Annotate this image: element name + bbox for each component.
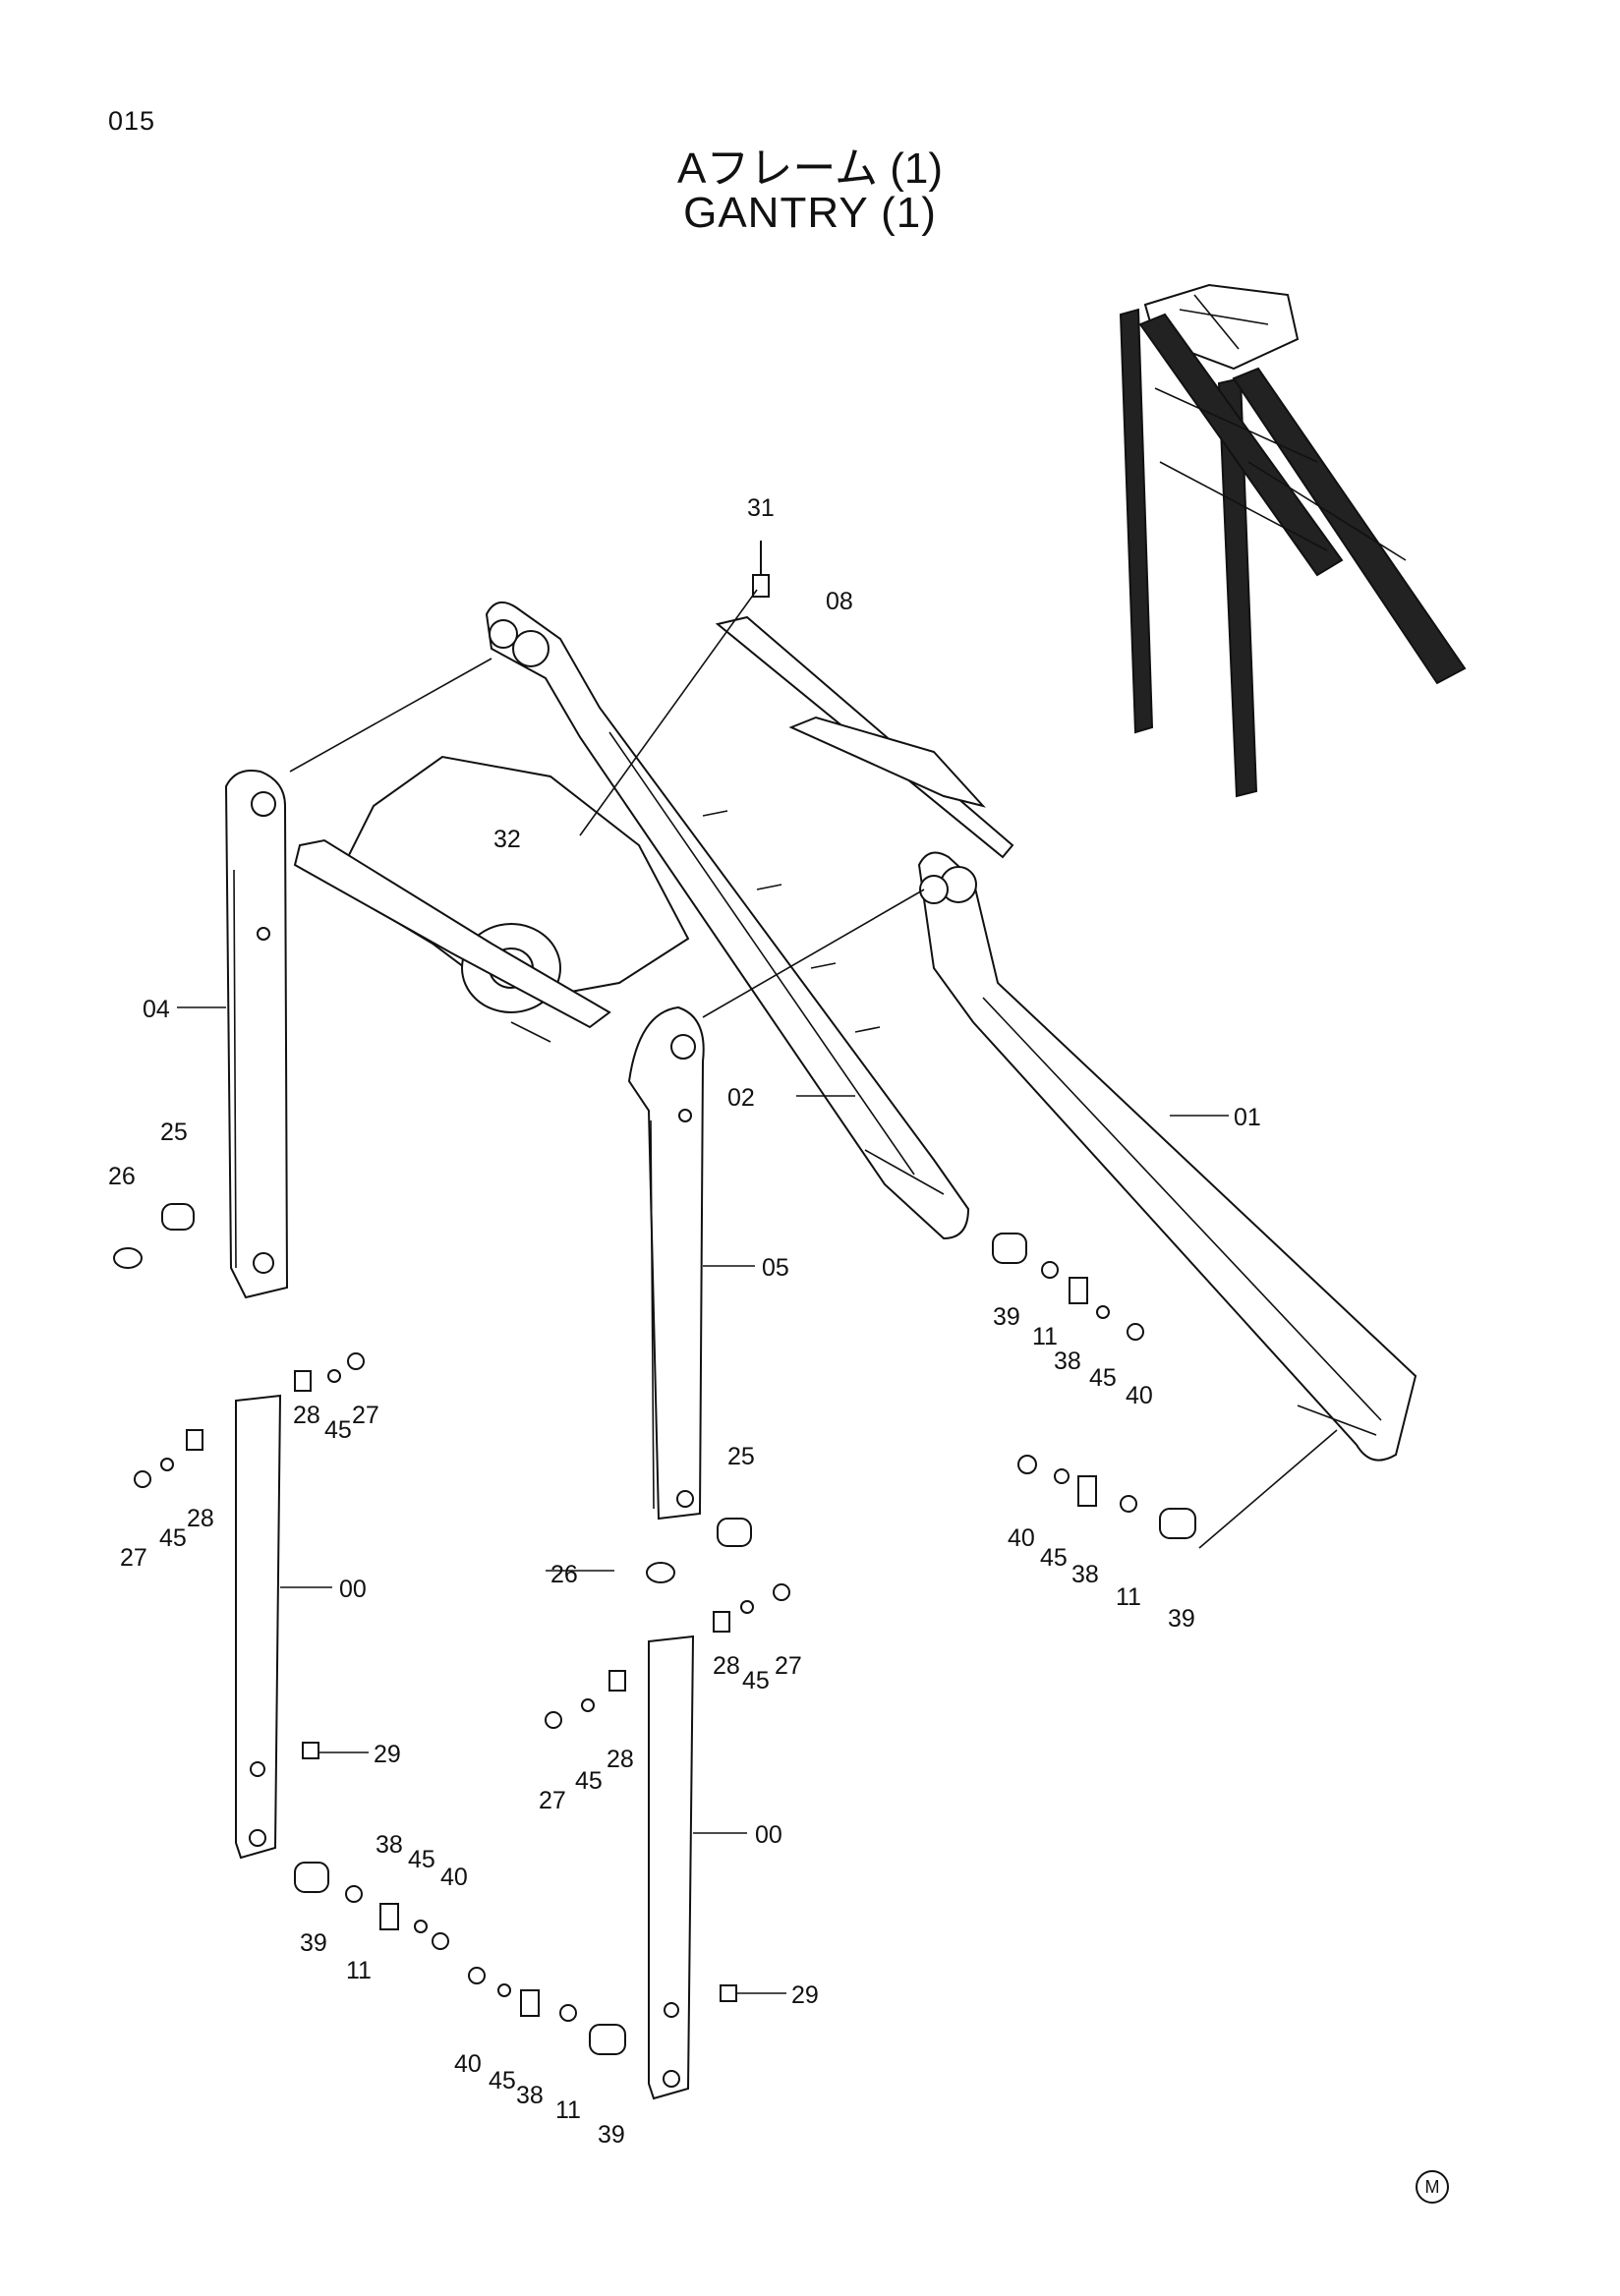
callout-38: 38 [1071,1561,1099,1588]
part-00-link-left [235,1394,282,1860]
part-05-link [627,1005,705,1521]
part-00-link-right [648,1635,695,2100]
title-japanese: Aフレーム (1) [676,144,944,193]
callout-00: 00 [339,1576,367,1603]
callout-45: 45 [489,2067,516,2095]
title-english: GANTRY (1) [683,189,937,237]
callout-39: 39 [300,1929,327,1957]
callout-27: 27 [120,1544,147,1572]
callout-45: 45 [1089,1364,1117,1392]
callout-11: 11 [555,2096,581,2124]
part-01-main-frame [917,851,1418,1462]
callout-45: 45 [742,1667,770,1694]
callout-40: 40 [1008,1524,1035,1552]
page-number: 015 [108,106,156,136]
callout-04: 04 [143,996,170,1023]
callout-45: 45 [159,1524,187,1552]
base-housing [293,755,690,1043]
callout-08: 08 [826,588,853,615]
callout-40: 40 [1126,1382,1153,1409]
callout-26: 26 [108,1163,136,1190]
callout-11: 11 [1032,1323,1058,1350]
callout-40: 40 [454,2050,482,2078]
hardware-pins-bolts [113,1203,1196,2055]
callout-45: 45 [408,1846,435,1873]
callout-00: 00 [755,1821,782,1849]
callout-26: 26 [550,1561,578,1588]
callout-27: 27 [352,1402,379,1429]
callout-32: 32 [493,826,521,853]
part-04-link [224,770,289,1299]
assembled-gantry-inset [1119,283,1467,798]
callout-labels: 31 08 32 04 25 26 02 01 05 39 11 38 45 4… [108,494,1261,2149]
callout-27: 27 [775,1652,802,1680]
callout-31: 31 [747,494,775,522]
m-mark-icon: M [1416,2170,1449,2204]
callout-28: 28 [187,1505,214,1532]
callout-25: 25 [727,1443,755,1470]
callout-39: 39 [1168,1605,1195,1633]
callout-39: 39 [993,1303,1020,1331]
part-31-bolt [752,541,770,598]
part-08-plate [715,615,1014,859]
callout-45: 45 [1040,1544,1068,1572]
callout-28: 28 [607,1746,634,1773]
callout-29: 29 [791,1981,819,2009]
callout-45: 45 [324,1416,352,1444]
callout-02: 02 [727,1084,755,1112]
callout-05: 05 [762,1254,789,1282]
callout-27: 27 [539,1787,566,1814]
callout-28: 28 [713,1652,740,1680]
callout-38: 38 [1054,1348,1081,1375]
callout-01: 01 [1234,1104,1261,1131]
callout-40: 40 [440,1864,468,1891]
part-02-frame [485,601,970,1240]
callout-38: 38 [376,1831,403,1859]
leader-lines [177,589,1338,1994]
callout-29: 29 [374,1741,401,1768]
callout-28: 28 [293,1402,320,1429]
callout-25: 25 [160,1119,188,1146]
callout-45: 45 [575,1767,603,1795]
callout-39: 39 [598,2121,625,2149]
callout-11: 11 [346,1957,372,1984]
callout-38: 38 [516,2082,544,2109]
callout-11: 11 [1116,1583,1141,1611]
